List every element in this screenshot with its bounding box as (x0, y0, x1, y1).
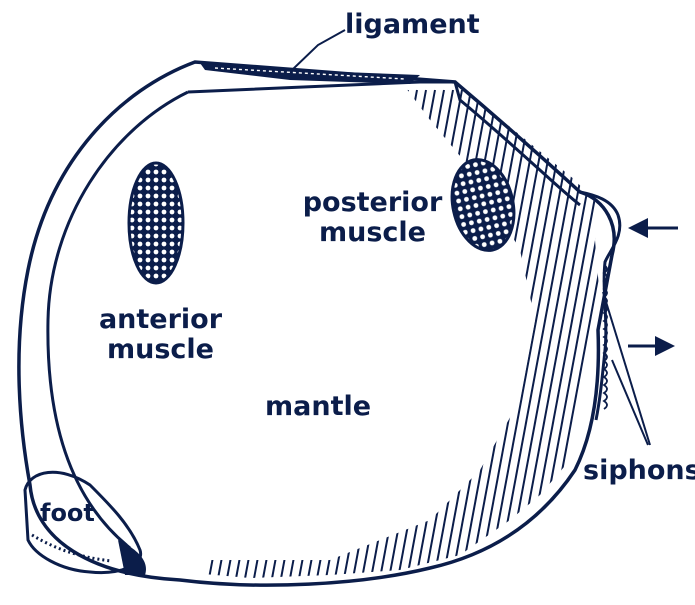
hatch-line (484, 90, 579, 600)
hatch-line (259, 90, 354, 600)
hatch-line (304, 90, 399, 600)
shell-hatching (205, 90, 633, 600)
hatch-line (232, 90, 327, 600)
label-anterior-muscle: anterior muscle (98, 305, 223, 365)
hatch-line (313, 90, 408, 600)
label-siphons: siphons (583, 456, 695, 486)
label-posterior-line1: posterior (300, 188, 445, 218)
hatch-line (493, 90, 588, 600)
label-anterior-line2: muscle (98, 335, 223, 365)
label-anterior-line1: anterior (98, 305, 223, 335)
hatch-line (331, 90, 426, 600)
hatch-line (268, 90, 363, 600)
hatch-line (367, 90, 462, 600)
hatch-line (295, 90, 390, 600)
siphons-leaders (603, 292, 650, 445)
hatch-line (376, 90, 471, 600)
hatch-line (214, 90, 309, 600)
hatch-line (250, 90, 345, 600)
hatch-line (349, 90, 444, 600)
ligament-leader (292, 30, 345, 70)
hatch-line (340, 90, 435, 600)
outflow-arrow-icon (628, 336, 675, 356)
hatch-line (529, 90, 624, 600)
hatch-line (322, 90, 417, 600)
hatch-line (286, 90, 381, 600)
inflow-arrow-icon (628, 218, 678, 238)
label-ligament: ligament (345, 10, 480, 40)
anterior-muscle-scar (129, 163, 183, 283)
hatch-line (223, 90, 318, 600)
label-posterior-muscle: posterior muscle (300, 188, 445, 248)
label-posterior-line2: muscle (300, 218, 445, 248)
hatch-line (358, 90, 453, 600)
label-mantle: mantle (265, 392, 371, 422)
hatch-line (241, 90, 336, 600)
hatch-line (277, 90, 372, 600)
label-foot: foot (40, 498, 95, 528)
ligament-band (200, 63, 420, 84)
